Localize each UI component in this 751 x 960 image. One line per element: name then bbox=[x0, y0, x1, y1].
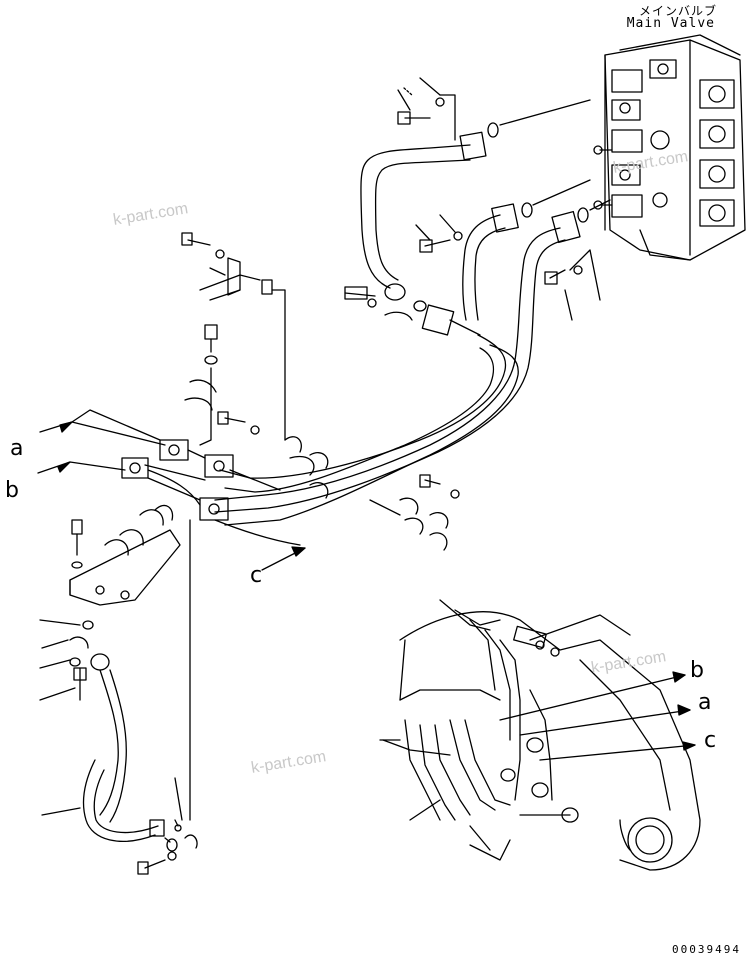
callout-leaders bbox=[37, 409, 306, 571]
bracket-plate bbox=[69, 504, 181, 606]
clamp-cluster-center bbox=[217, 411, 329, 499]
callout-a-right: a bbox=[698, 690, 712, 715]
callout-b-right: b bbox=[690, 658, 704, 683]
hose-middle bbox=[384, 179, 591, 336]
hose-lower-pair bbox=[214, 334, 519, 546]
callout-a-left: a bbox=[10, 436, 24, 461]
hose-upper bbox=[344, 99, 591, 308]
callout-c-mid: c bbox=[250, 563, 263, 588]
junction-blocks bbox=[121, 439, 234, 521]
bolt-clamp-upper bbox=[181, 232, 286, 441]
document-number: 00039494 bbox=[672, 943, 741, 956]
hose-right bbox=[214, 199, 611, 513]
part-leader-lines bbox=[39, 77, 601, 861]
clamp-stack-left bbox=[184, 324, 218, 446]
hose-lower-left bbox=[69, 519, 198, 875]
main-valve-title-en: Main Valve bbox=[626, 16, 715, 31]
clamp-cluster-right bbox=[369, 474, 460, 551]
main-valve-title-jp: メインバルブ bbox=[638, 4, 717, 18]
callout-b-left: b bbox=[5, 478, 19, 503]
callout-c-right: c bbox=[704, 728, 717, 753]
main-valve bbox=[593, 34, 746, 261]
boom-assembly bbox=[382, 599, 701, 871]
callout-leaders-right bbox=[499, 671, 696, 761]
